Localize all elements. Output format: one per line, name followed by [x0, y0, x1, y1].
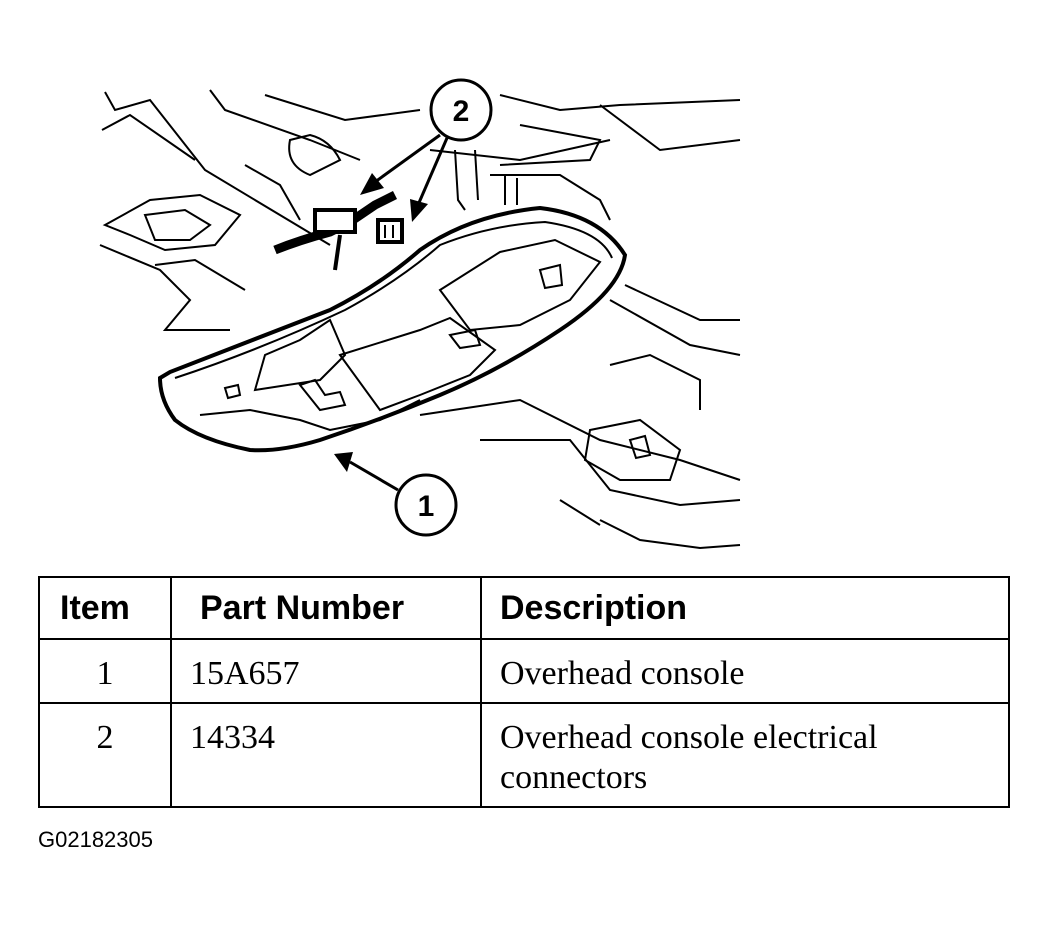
header-part-number: Part Number [170, 576, 482, 640]
callout-1-label: 1 [418, 490, 435, 523]
callout-2: 2 [360, 78, 493, 222]
roof-background-lines [99, 89, 741, 550]
callout-2-label: 2 [453, 95, 470, 128]
electrical-connectors [273, 190, 404, 271]
overhead-console-illustration: 2 1 [99, 78, 741, 550]
table-row: 2 14334 Overhead console electrical conn… [38, 702, 1010, 808]
row-description: Overhead console electrical connectors [480, 702, 1010, 808]
row-item: 2 [38, 702, 172, 808]
table-row: 1 15A657 Overhead console [38, 638, 1010, 704]
row-part-number: 15A657 [170, 638, 482, 704]
row-item: 1 [38, 638, 172, 704]
header-description: Description [480, 576, 1010, 640]
parts-table: Item Part Number Description 1 15A657 Ov… [38, 576, 1010, 808]
row-part-number: 14334 [170, 702, 482, 808]
header-item: Item [38, 576, 172, 640]
callout-1: 1 [334, 452, 458, 537]
figure-code: G02182305 [38, 827, 153, 852]
table-header-row: Item Part Number Description [38, 576, 1010, 640]
row-description: Overhead console [480, 638, 1010, 704]
overhead-console [157, 205, 628, 453]
